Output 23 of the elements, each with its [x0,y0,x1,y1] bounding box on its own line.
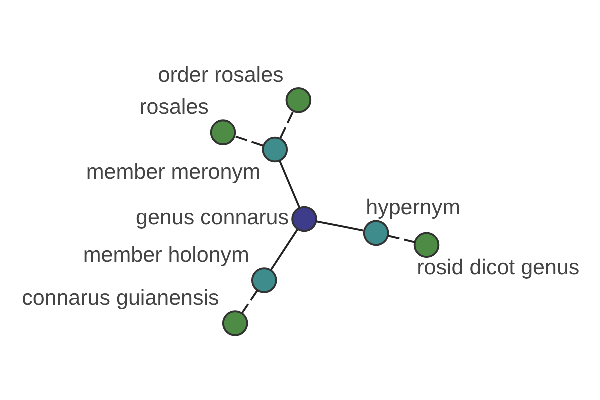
connector [316,220,364,232]
node-circle [210,120,236,146]
node-circle [414,232,440,258]
connector [280,111,294,139]
node-label: genus connarus [136,206,290,230]
node-circle [286,88,312,114]
node-circle [222,310,248,336]
connector [279,160,301,208]
node-label: member meronym [86,160,261,184]
node-label: rosales [140,94,209,119]
node-label: rosid dicot genus [417,255,580,280]
node-label: member holonym [83,242,250,267]
connector [234,136,264,147]
node-circle [251,268,278,294]
connector [270,229,298,270]
node-label: hypernym [366,196,461,220]
node-label: connarus guianensis [22,286,220,310]
node-label: order rosales [158,62,284,87]
node-circle [363,220,390,246]
node-circle [292,206,318,232]
connector [242,290,258,314]
connector [388,235,416,244]
node-circle [262,136,288,163]
